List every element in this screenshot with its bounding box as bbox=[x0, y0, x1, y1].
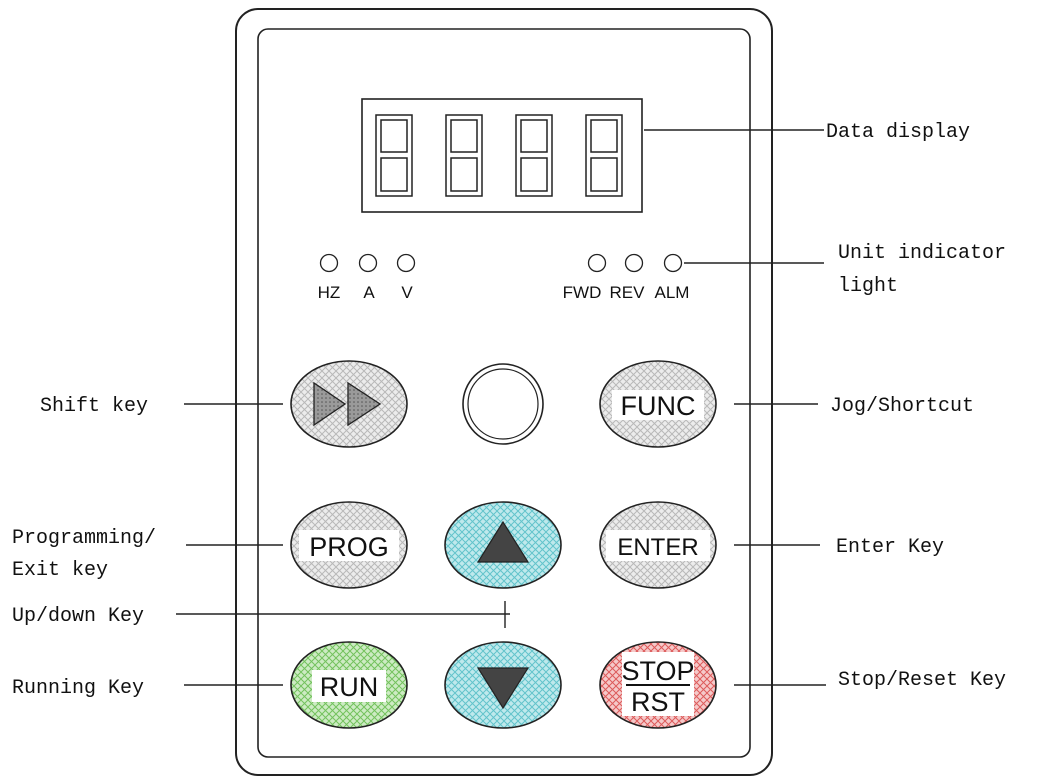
callout-shift-key: Shift key bbox=[40, 395, 148, 418]
led-alm bbox=[663, 253, 683, 273]
enter-key-label: ENTER bbox=[617, 534, 698, 561]
callout-enter-key: Enter Key bbox=[836, 536, 944, 559]
callout-unit-indicator-line1: Unit indicator bbox=[838, 242, 1006, 265]
display-digit bbox=[585, 114, 623, 197]
led-a bbox=[358, 253, 378, 273]
callout-updown-key: Up/down Key bbox=[12, 605, 144, 628]
prog-key[interactable]: PROG bbox=[290, 501, 408, 589]
indicators-right: FWD REV ALM bbox=[563, 253, 690, 302]
callout-jog-shortcut: Jog/Shortcut bbox=[830, 395, 974, 418]
led-label-rev: REV bbox=[610, 283, 646, 302]
indicators-left: HZ A V bbox=[318, 253, 416, 302]
led-label-alm: ALM bbox=[655, 283, 690, 302]
up-key[interactable] bbox=[444, 501, 562, 589]
run-key-label: RUN bbox=[320, 672, 379, 702]
led-fwd bbox=[587, 253, 607, 273]
stop-key-label: STOP bbox=[621, 656, 694, 686]
shift-key[interactable] bbox=[290, 360, 408, 448]
potentiometer-knob[interactable] bbox=[462, 363, 544, 445]
run-key[interactable]: RUN bbox=[290, 641, 408, 729]
rst-key-label: RST bbox=[631, 687, 685, 717]
led-label-fwd: FWD bbox=[563, 283, 602, 302]
stop-reset-key[interactable]: STOP RST bbox=[599, 641, 717, 729]
fast-forward-icon bbox=[313, 381, 382, 427]
display-digit bbox=[375, 114, 413, 197]
down-key[interactable] bbox=[444, 641, 562, 729]
down-arrow-icon bbox=[476, 667, 530, 710]
callout-stop-reset-key: Stop/Reset Key bbox=[838, 669, 1006, 692]
func-key[interactable]: FUNC bbox=[599, 360, 717, 448]
enter-key[interactable]: ENTER bbox=[599, 501, 717, 589]
callout-programming-line2: Exit key bbox=[12, 559, 108, 582]
up-arrow-icon bbox=[476, 520, 530, 563]
func-key-label: FUNC bbox=[621, 391, 696, 421]
leader-lines bbox=[176, 129, 826, 686]
panel-inner-frame bbox=[257, 28, 751, 758]
led-label-hz: HZ bbox=[318, 283, 341, 302]
prog-key-label: PROG bbox=[309, 532, 389, 562]
led-label-v: V bbox=[401, 283, 413, 302]
panel-outer-frame bbox=[235, 8, 773, 776]
callout-unit-indicator-line2: light bbox=[838, 275, 898, 298]
led-label-a: A bbox=[363, 283, 375, 302]
display-digit bbox=[515, 114, 553, 197]
data-display bbox=[361, 98, 643, 213]
callout-programming-line1: Programming/ bbox=[12, 527, 156, 550]
led-v bbox=[396, 253, 416, 273]
led-rev bbox=[624, 253, 644, 273]
callout-data-display: Data display bbox=[826, 121, 970, 144]
led-hz bbox=[319, 253, 339, 273]
callout-running-key: Running Key bbox=[12, 677, 144, 700]
display-digit bbox=[445, 114, 483, 197]
